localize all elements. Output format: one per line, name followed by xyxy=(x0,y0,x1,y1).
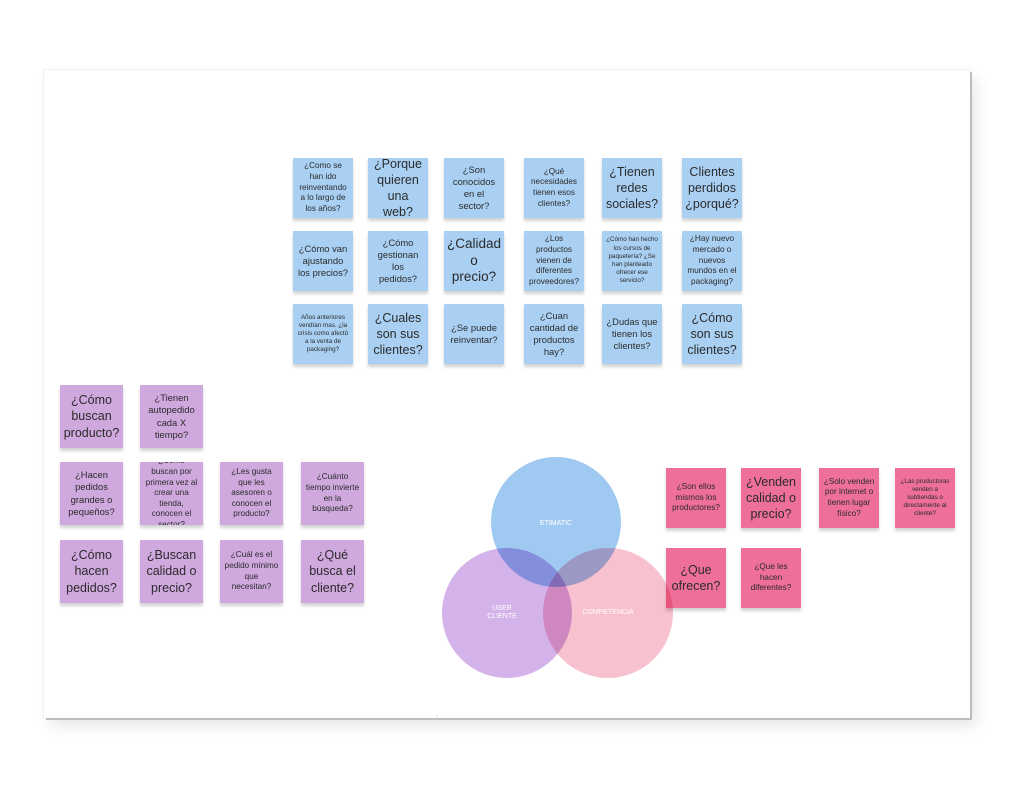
sticky-note-text: ¿Que les hacen diferentes? xyxy=(750,562,792,593)
sticky-note-blue[interactable]: ¿Porque quieren una web? xyxy=(368,158,428,218)
sticky-note-text: ¿Cómo son sus clientes? xyxy=(687,310,737,358)
sticky-note-text: ¿Los productos vienen de diferentes prov… xyxy=(528,234,580,286)
sticky-note-text: ¿Porque quieren una web? xyxy=(374,158,422,218)
sticky-note-purple[interactable]: ¿Tienen autopedido cada X tiempo? xyxy=(140,385,203,448)
venn-circle-user-cliente[interactable] xyxy=(442,548,572,678)
sticky-note-blue[interactable]: ¿Hay nuevo mercado o nuevos mundos en el… xyxy=(682,231,742,291)
sticky-note-blue[interactable]: ¿Cómo van ajustando los precios? xyxy=(293,231,353,291)
sticky-note-pink[interactable]: ¿Que les hacen diferentes? xyxy=(741,548,801,608)
sticky-note-text: ¿Qué busca el cliente? xyxy=(309,548,356,595)
sticky-note-blue[interactable]: ¿Son conocidos en el sector? xyxy=(444,158,504,218)
sticky-note-text: ¿Cómo han hecho los cursos de paquetería… xyxy=(606,236,658,285)
sticky-note-text: ¿Dudas que tienen los clientes? xyxy=(606,315,658,352)
sticky-note-pink[interactable]: ¿Solo venden por internet o tienen lugar… xyxy=(819,468,879,528)
sticky-note-text: ¿Las productoras venden a subtiendas o d… xyxy=(900,477,950,518)
sticky-note-text: ¿Cuánto tiempo invierte en la búsqueda? xyxy=(305,472,360,514)
sticky-note-text: ¿Cómo gestionan los pedidos? xyxy=(377,236,419,285)
venn-label-user: USER xyxy=(492,605,511,612)
sticky-note-blue[interactable]: Clientes perdidos ¿porqué? xyxy=(682,158,742,218)
sticky-note-purple[interactable]: ¿Cómo buscan producto? xyxy=(60,385,123,448)
sticky-note-blue[interactable]: ¿Tienen redes sociales? xyxy=(602,158,662,218)
sticky-note-blue[interactable]: ¿Cómo son sus clientes? xyxy=(682,304,742,364)
venn-circle-competencia[interactable] xyxy=(543,548,673,678)
sticky-note-text: ¿Calidad o precio? xyxy=(446,235,502,285)
sticky-note-text: ¿Hay nuevo mercado o nuevos mundos en el… xyxy=(687,234,737,286)
sticky-note-pink[interactable]: ¿Que ofrecen? xyxy=(666,548,726,608)
sticky-note-purple[interactable]: ¿Cómo buscan por primera vez al crear un… xyxy=(140,462,203,525)
sticky-note-purple[interactable]: ¿Les gusta que les asesoren o conocen el… xyxy=(220,462,283,525)
sticky-note-text: ¿Qué necesidades tienen esos clientes? xyxy=(531,166,577,208)
sticky-note-purple[interactable]: ¿Cómo hacen pedidos? xyxy=(60,540,123,603)
sticky-note-blue[interactable]: ¿Dudas que tienen los clientes? xyxy=(602,304,662,364)
sticky-note-text: ¿Tienen autopedido cada X tiempo? xyxy=(148,392,195,440)
sticky-note-pink[interactable]: ¿Las productoras venden a subtiendas o d… xyxy=(895,468,955,528)
sticky-note-text: ¿Se puede reinventar? xyxy=(450,321,498,345)
sticky-note-text: Clientes perdidos ¿porqué? xyxy=(685,164,739,212)
sticky-note-text: ¿Les gusta que les asesoren o conocen el… xyxy=(231,466,272,519)
sticky-note-purple[interactable]: ¿Buscan calidad o precio? xyxy=(140,540,203,603)
sticky-note-purple[interactable]: ¿Hacen pedidos grandes o pequeños? xyxy=(60,462,123,525)
sticky-note-text: ¿Cuales son sus clientes? xyxy=(373,310,423,358)
sticky-note-pink[interactable]: ¿Venden calidad o precio? xyxy=(741,468,801,528)
sticky-note-text: ¿Cómo hacen pedidos? xyxy=(66,548,117,595)
sticky-note-blue[interactable]: ¿Qué necesidades tienen esos clientes? xyxy=(524,158,584,218)
sticky-note-blue[interactable]: ¿Se puede reinventar? xyxy=(444,304,504,364)
sticky-note-text: ¿Que ofrecen? xyxy=(671,562,721,593)
sticky-note-text: ¿Cómo buscan por primera vez al crear un… xyxy=(145,462,198,525)
venn-label-cliente: CLIENTE xyxy=(487,613,517,620)
sticky-note-text: ¿Cuál es el pedido mínimo que necesitan? xyxy=(224,550,279,592)
sticky-note-text: ¿Son conocidos en el sector? xyxy=(452,163,496,212)
sticky-note-pink[interactable]: ¿Son ellos mismos los productores? xyxy=(666,468,726,528)
sticky-note-purple[interactable]: ¿Qué busca el cliente? xyxy=(301,540,364,603)
sticky-note-text: ¿Buscan calidad o precio? xyxy=(146,548,197,595)
sticky-note-text: ¿Tienen redes sociales? xyxy=(605,164,659,212)
sticky-note-purple[interactable]: ¿Cuánto tiempo invierte en la búsqueda? xyxy=(301,462,364,525)
sticky-note-blue[interactable]: ¿Los productos vienen de diferentes prov… xyxy=(524,231,584,291)
sticky-note-blue[interactable]: ¿Cuales son sus clientes? xyxy=(368,304,428,364)
sticky-note-text: ¿Solo venden por internet o tienen lugar… xyxy=(823,476,875,518)
sticky-note-text: ¿Cómo van ajustando los precios? xyxy=(297,242,349,279)
venn-label-competencia: COMPETENCIA xyxy=(582,609,634,616)
sticky-note-blue[interactable]: ¿Cómo gestionan los pedidos? xyxy=(368,231,428,291)
sticky-note-purple[interactable]: ¿Cuál es el pedido mínimo que necesitan? xyxy=(220,540,283,603)
sticky-note-text: ¿Cuan cantidad de productos hay? xyxy=(529,309,579,358)
sticky-note-blue[interactable]: Años anteriores vendían mas. ¿la crisis … xyxy=(293,304,353,364)
sticky-note-blue[interactable]: ¿Cuan cantidad de productos hay? xyxy=(524,304,584,364)
sticky-note-text: ¿Cómo buscan producto? xyxy=(63,393,120,440)
sticky-note-text: Años anteriores vendían mas. ¿la crisis … xyxy=(297,313,349,354)
sticky-note-text: ¿Hacen pedidos grandes o pequeños? xyxy=(68,469,115,517)
sticky-note-text: ¿Son ellos mismos los productores? xyxy=(672,482,720,513)
sticky-note-blue[interactable]: ¿Como se han ido reinventando a lo largo… xyxy=(293,158,353,218)
sticky-note-blue[interactable]: ¿Calidad o precio? xyxy=(444,231,504,291)
whiteboard-canvas[interactable]: ¿Como se han ido reinventando a lo largo… xyxy=(44,70,970,718)
sticky-note-text: ¿Venden calidad o precio? xyxy=(745,474,797,522)
venn-label-etimatic: ETIMATIC xyxy=(540,520,572,527)
venn-diagram[interactable]: ETIMATIC USER CLIENTE COMPETENCIA xyxy=(436,454,676,682)
sticky-note-text: ¿Como se han ido reinventando a lo largo… xyxy=(299,161,347,213)
sticky-note-blue[interactable]: ¿Cómo han hecho los cursos de paquetería… xyxy=(602,231,662,291)
